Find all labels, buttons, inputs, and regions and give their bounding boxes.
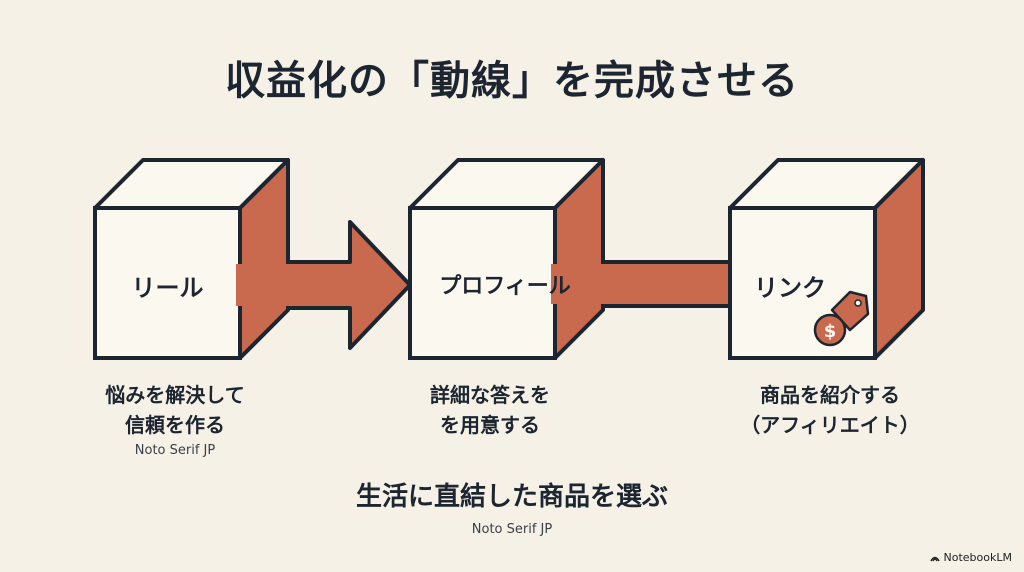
step-label-reel: リール xyxy=(131,274,204,302)
watermark-text: NotebookLM xyxy=(943,551,1012,564)
cube-profile xyxy=(408,158,605,360)
cube-link xyxy=(728,158,925,360)
bottom-message: 生活に直結した商品を選ぶ xyxy=(355,482,668,512)
font-note: Noto Serif JP xyxy=(134,443,216,458)
step-label-profile: プロフィール xyxy=(439,274,571,299)
caption-line: 詳細な答えを xyxy=(430,383,550,407)
connector-through xyxy=(551,264,607,304)
step-caption-link: 商品を紹介する （アフィリエイト） xyxy=(715,380,945,440)
caption-line: 商品を紹介する xyxy=(760,383,900,407)
watermark: NotebookLM xyxy=(929,551,1012,564)
caption-line: （アフィリエイト） xyxy=(740,413,920,437)
caption-line: を用意する xyxy=(440,413,540,437)
caption-line: 悩みを解決して xyxy=(105,383,245,407)
page-title: 収益化の「動線」を完成させる xyxy=(225,58,799,104)
notebooklm-logo-icon xyxy=(929,556,940,561)
arrow-tail-through xyxy=(236,264,292,306)
bottom-font-note: Noto Serif JP xyxy=(471,522,553,537)
caption-line: 信頼を作る xyxy=(125,413,225,437)
step-caption-profile: 詳細な答えを を用意する xyxy=(390,380,590,440)
cube-reel xyxy=(93,158,290,360)
svg-text:$: $ xyxy=(824,321,837,342)
step-label-link: リンク xyxy=(754,274,826,302)
step-caption-reel: 悩みを解決して 信頼を作る xyxy=(60,380,290,440)
dollar-price-tag-icon: $ xyxy=(813,290,870,347)
